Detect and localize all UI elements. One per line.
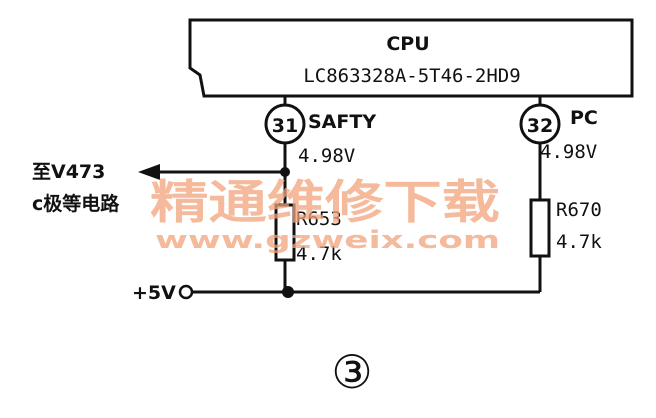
pin31-voltage: 4.98V [298,145,355,167]
r670-value: 4.7k [556,231,602,253]
figure-number: ③ [331,345,372,399]
cpu-part-number: LC863328A-5T46-2HD9 [303,65,520,87]
watermark-url: www.gzweix.com [155,226,500,254]
pin31-name: SAFTY [308,111,376,133]
supply-terminal [178,284,194,300]
pin32-voltage: 4.98V [540,141,597,163]
watermark-text: 精通维修下载 [150,175,500,229]
output-arrow-icon [138,164,160,180]
r653-ref: R653 [296,208,342,230]
r670-ref: R670 [556,199,602,221]
pin32-name: PC [570,107,598,129]
cpu-label: CPU [386,33,429,55]
output-label-line2: c极等电路 [32,192,120,215]
junction-dot-bottom [282,286,294,298]
pin32-number: 32 [527,115,553,137]
junction-dot-top [280,167,290,177]
pin31-number: 31 [272,115,298,137]
output-label-line1: 至V473 [32,161,105,183]
resistor-r670 [529,198,551,258]
cpu-block [188,18,634,98]
r653-value: 4.7k [296,243,342,265]
supply-label: +5V [132,282,176,304]
